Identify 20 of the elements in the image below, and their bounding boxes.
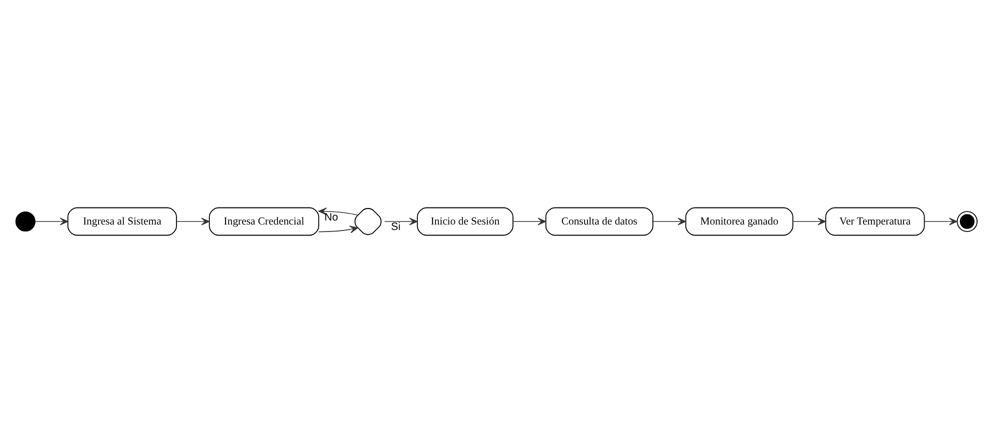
arrow <box>384 218 418 226</box>
node-box: Ver Temperatura <box>825 207 925 236</box>
node-circle <box>15 211 36 232</box>
node-diamond <box>354 208 382 235</box>
node-box: Monitorea ganado <box>685 207 794 236</box>
edge-label: Si <box>390 221 400 234</box>
arrow <box>34 218 68 226</box>
arrow <box>792 218 826 226</box>
arrow <box>318 226 358 234</box>
node-box: Ingresa Credencial <box>208 207 320 236</box>
arrow <box>176 218 210 226</box>
arrow <box>318 208 358 216</box>
node-box: Consulta de datos <box>545 207 654 236</box>
node-box: Ingresa al Sistema <box>67 207 177 236</box>
node-circle <box>956 211 978 232</box>
node-box: Inicio de Sesión <box>416 207 514 236</box>
arrow <box>512 218 546 226</box>
arrow <box>652 218 686 226</box>
arrow <box>924 218 958 226</box>
edge-label: No <box>324 212 338 224</box>
